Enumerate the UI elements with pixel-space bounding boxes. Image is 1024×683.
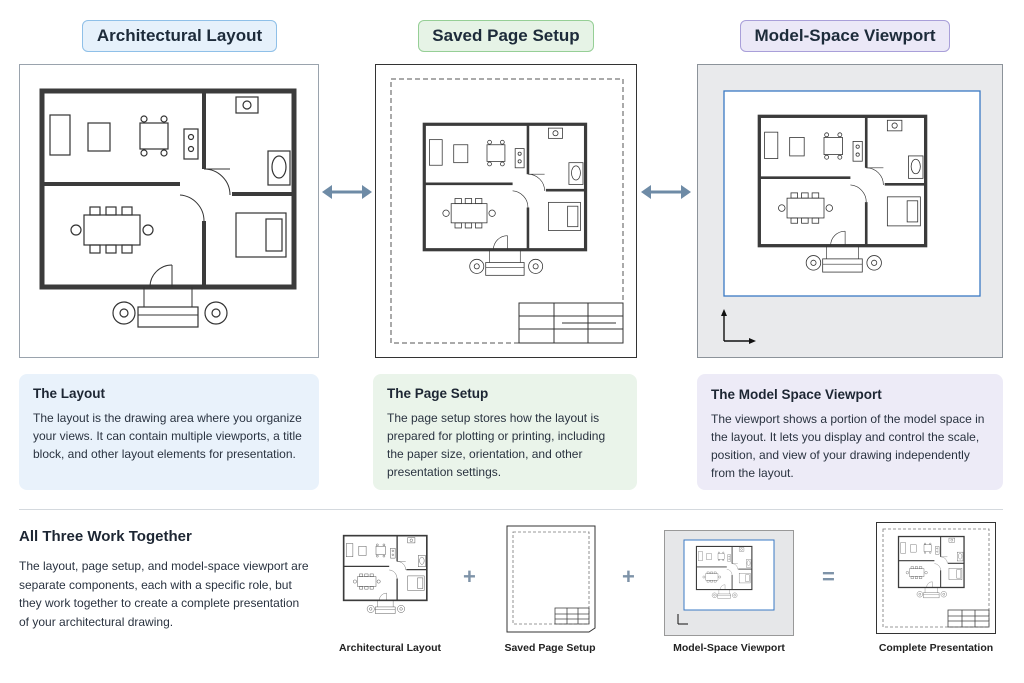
layout-card: The Layout The layout is the drawing are… xyxy=(19,374,319,490)
together-body: The layout, page setup, and model-space … xyxy=(19,559,309,629)
viewport-panel xyxy=(697,64,1003,358)
plus-sign: + xyxy=(622,564,635,589)
mini-page-setup xyxy=(506,525,596,633)
layout-card-body: The layout is the drawing area where you… xyxy=(33,411,302,461)
header-model-space-viewport: Model-Space Viewport xyxy=(740,20,950,52)
mini-viewport xyxy=(664,530,794,636)
page-setup-panel xyxy=(375,64,637,358)
header-model-space-viewport-label: Model-Space Viewport xyxy=(754,26,936,45)
page-setup-card: The Page Setup The page setup stores how… xyxy=(373,374,637,490)
title-block-icon xyxy=(554,607,590,625)
equals-sign: = xyxy=(822,564,835,589)
double-arrow-icon xyxy=(641,185,691,199)
mini-layout xyxy=(342,534,428,615)
header-architectural-layout-label: Architectural Layout xyxy=(96,26,263,45)
caption-architectural-layout: Architectural Layout xyxy=(338,642,442,654)
viewport-card-title: The Model Space Viewport xyxy=(711,387,882,402)
caption-saved-page-setup: Saved Page Setup xyxy=(504,642,596,654)
caption-model-space-viewport: Model-Space Viewport xyxy=(673,642,785,654)
layout-card-title: The Layout xyxy=(33,386,106,401)
plus-sign: + xyxy=(463,564,476,589)
page-setup-card-title: The Page Setup xyxy=(387,386,489,401)
together-section: All Three Work Together The layout, page… xyxy=(19,528,309,631)
header-saved-page-setup: Saved Page Setup xyxy=(418,20,594,52)
page-setup-sheet xyxy=(390,78,624,344)
viewport-card-body: The viewport shows a portion of the mode… xyxy=(711,412,985,480)
header-architectural-layout: Architectural Layout xyxy=(82,20,277,52)
title-block-icon xyxy=(518,302,624,344)
together-title: All Three Work Together xyxy=(19,528,192,545)
viewport-card: The Model Space Viewport The viewport sh… xyxy=(697,374,1003,490)
floor-plan-icon xyxy=(20,65,320,359)
caption-complete-presentation: Complete Presentation xyxy=(878,642,994,654)
section-divider xyxy=(19,509,1003,510)
layout-panel xyxy=(19,64,319,358)
double-arrow-icon xyxy=(322,185,372,199)
page-setup-card-body: The page setup stores how the layout is … xyxy=(387,411,606,479)
mini-complete-presentation xyxy=(876,522,996,634)
header-saved-page-setup-label: Saved Page Setup xyxy=(432,26,580,45)
ucs-axis-icon xyxy=(721,309,756,344)
